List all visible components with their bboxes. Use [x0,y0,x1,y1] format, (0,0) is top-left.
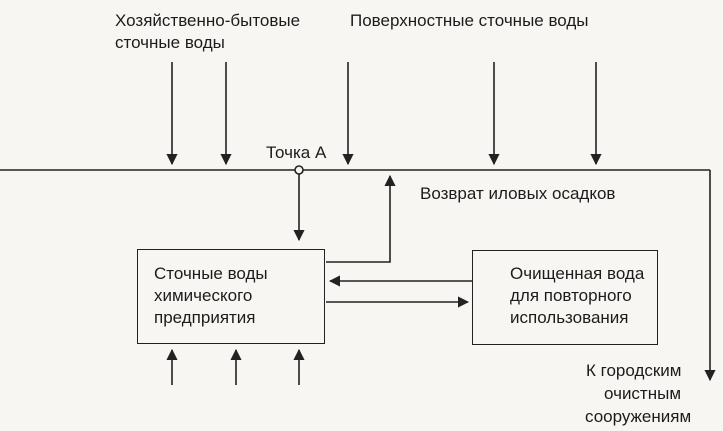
chemical-box-line1: Сточные воды [154,264,268,283]
city-label-line3: сооружениям [585,407,692,426]
chemical-box-line2: химического [154,286,253,305]
purified-box-line3: использования [510,308,629,327]
city-label-line2: очистным [604,384,682,403]
chemical-box-line3: предприятия [154,308,256,327]
sludge-return-arrow [326,174,396,263]
point-a-label: Точка А [266,143,327,162]
sludge-return-label: Возврат иловых осадков [420,184,616,203]
chemical-plant-box: Сточные воды химического предприятия [137,249,325,344]
purified-water-box: Очищенная вода для повторного использова… [472,250,658,345]
point-a-node [294,165,304,175]
household-label-line2: сточные воды [115,33,225,52]
purified-box-line2: для повторного [510,286,632,305]
household-label-line1: Хозяйственно-бытовые [115,11,301,30]
city-label-line1: К городским [586,361,682,380]
surface-label: Поверхностные сточные воды [350,11,589,30]
purified-box-line1: Очищенная вода [510,264,645,283]
